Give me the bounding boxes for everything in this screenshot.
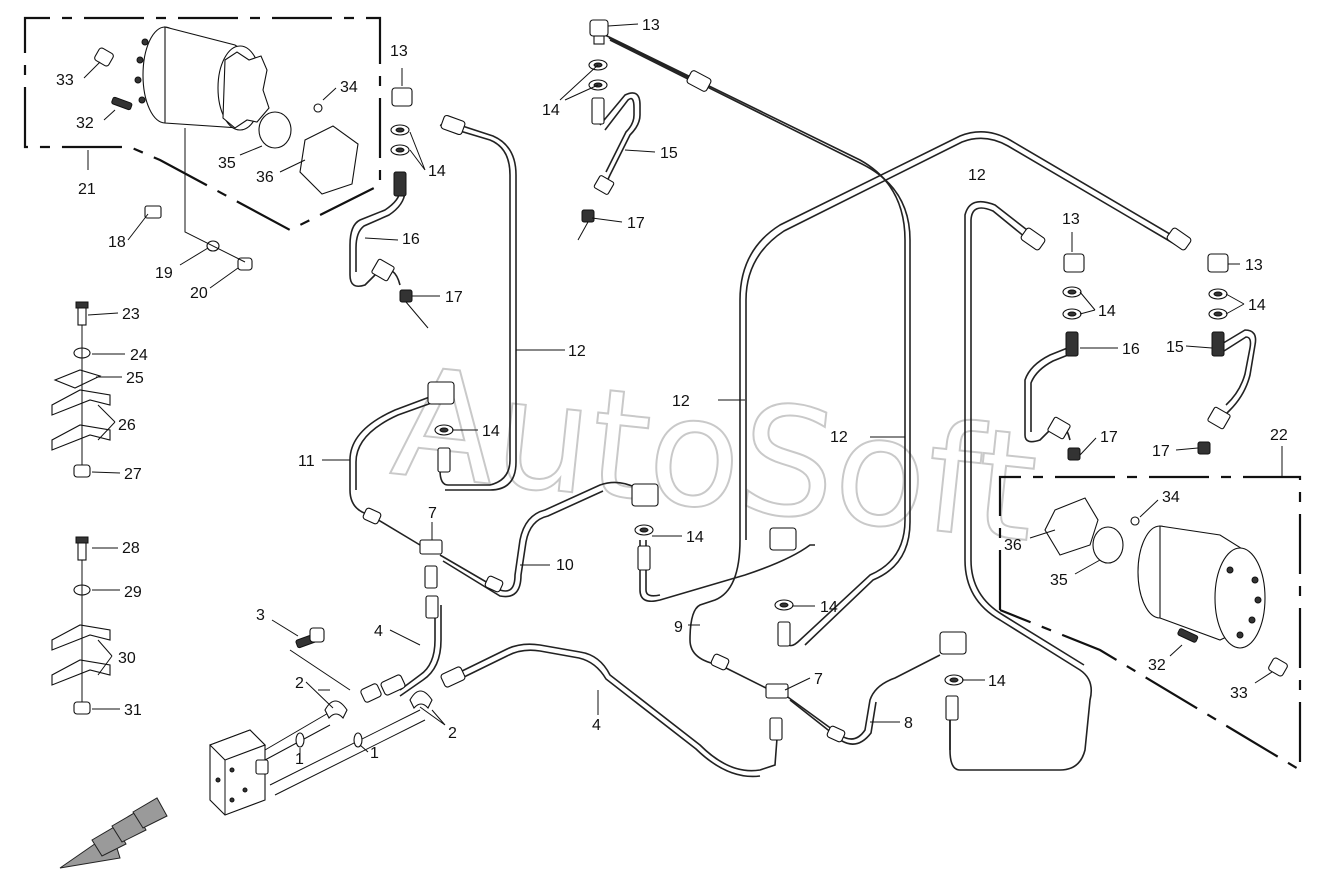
callout-33: 33 [56, 72, 74, 89]
callout-4: 4 [592, 717, 601, 734]
callout-14: 14 [988, 673, 1006, 690]
callout-1: 1 [370, 745, 379, 762]
callout-35: 35 [218, 155, 236, 172]
callout-30: 30 [118, 650, 136, 667]
callout-32: 32 [76, 115, 94, 132]
watermark: AutoSoft [385, 336, 1044, 576]
callout-2: 2 [448, 725, 457, 742]
callout-13: 13 [1245, 257, 1263, 274]
callout-13: 13 [1062, 211, 1080, 228]
wheel-motor-assembly-21 [94, 26, 359, 271]
callout-13: 13 [390, 43, 408, 60]
clamp-stack-23-27 [51, 301, 111, 478]
callout-14: 14 [482, 423, 500, 440]
callout-16: 16 [1122, 341, 1140, 358]
callout-7: 7 [814, 671, 823, 688]
callout-27: 27 [124, 466, 142, 483]
callout-26: 26 [118, 417, 136, 434]
callout-17: 17 [1152, 443, 1170, 460]
fittings [59, 19, 1231, 869]
clamp-stack-28-31 [51, 536, 111, 715]
callout-15: 15 [1166, 339, 1184, 356]
callout-35: 35 [1050, 572, 1068, 589]
callout-12: 12 [568, 343, 586, 360]
callout-8: 8 [904, 715, 913, 732]
callout-labels: 13 14 15 17 33 34 32 35 36 21 13 14 16 1… [56, 17, 1288, 768]
callout-33: 33 [1230, 685, 1248, 702]
callout-23: 23 [122, 306, 140, 323]
callout-1: 1 [295, 751, 304, 768]
callout-12: 12 [968, 167, 986, 184]
callout-7: 7 [428, 505, 437, 522]
assembly-boundary-21 [23, 16, 382, 232]
callout-36: 36 [256, 169, 274, 186]
callout-14: 14 [686, 529, 704, 546]
callout-10: 10 [556, 557, 574, 574]
callout-32: 32 [1148, 657, 1166, 674]
callout-14: 14 [1098, 303, 1116, 320]
callout-2: 2 [295, 675, 304, 692]
callout-36: 36 [1004, 537, 1022, 554]
callout-16: 16 [402, 231, 420, 248]
callout-4: 4 [374, 623, 383, 640]
callout-19: 19 [155, 265, 173, 282]
callout-31: 31 [124, 702, 142, 719]
wheel-motor-assembly-22 [1044, 497, 1288, 677]
callout-17: 17 [627, 215, 645, 232]
callout-34: 34 [340, 79, 358, 96]
callout-12: 12 [672, 393, 690, 410]
callout-22: 22 [1270, 427, 1288, 444]
callout-24: 24 [130, 347, 148, 364]
assembly-boundary-22 [998, 475, 1302, 772]
callout-14: 14 [820, 599, 838, 616]
callout-14: 14 [1248, 297, 1266, 314]
callout-14: 14 [542, 102, 560, 119]
callout-21: 21 [78, 181, 96, 198]
callout-14: 14 [428, 163, 446, 180]
callout-25: 25 [126, 370, 144, 387]
leader-lines [83, 23, 1283, 760]
callout-15: 15 [660, 145, 678, 162]
callout-34: 34 [1162, 489, 1180, 506]
callout-9: 9 [674, 619, 683, 636]
callout-17: 17 [1100, 429, 1118, 446]
callout-20: 20 [190, 285, 208, 302]
callout-17: 17 [445, 289, 463, 306]
callout-28: 28 [122, 540, 140, 557]
callout-12: 12 [830, 429, 848, 446]
callout-29: 29 [124, 584, 142, 601]
callout-13: 13 [642, 17, 660, 34]
callout-11: 11 [298, 453, 315, 470]
callout-3: 3 [256, 607, 265, 624]
callout-18: 18 [108, 234, 126, 251]
